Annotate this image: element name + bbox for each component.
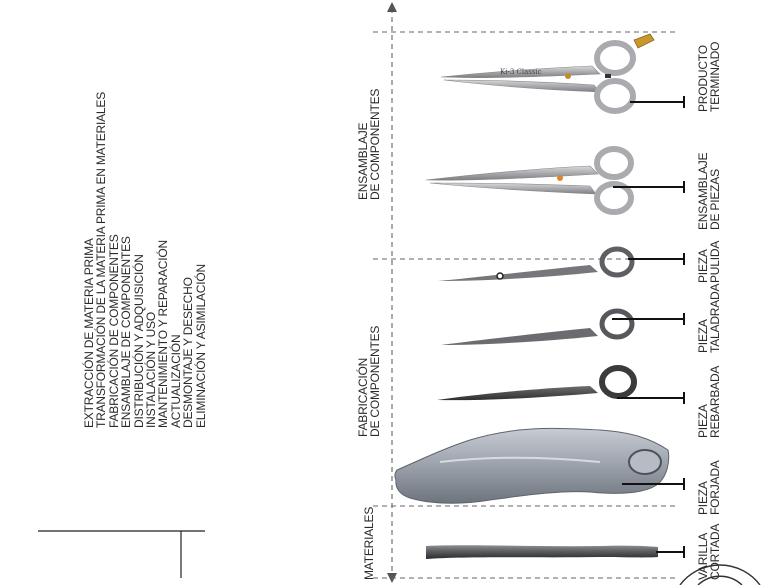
product-engraving: Ki-3 Classic	[500, 68, 542, 76]
finished-product-image	[441, 34, 654, 111]
item-label: VARILLA CORTADA	[697, 524, 721, 580]
timeline-axis	[387, 2, 397, 583]
item-label: PIEZA REBARBADA	[697, 366, 721, 438]
assembled-scissors-image	[426, 149, 631, 212]
item-label: PIEZA FORJADA	[697, 460, 721, 515]
deburred-piece-image	[437, 368, 634, 400]
item-label: ENSAMBLAJE DE PIEZAS	[697, 153, 721, 230]
phase-label-ensamblaje: ENSAMBLAJE DE COMPONENTES	[357, 89, 381, 200]
drilled-piece-image	[441, 311, 632, 345]
item-label: PRODUCTO TERMINADO	[697, 42, 721, 112]
item-label: PIEZA PULIDA	[697, 241, 721, 283]
forged-piece-image	[395, 428, 669, 503]
item-label: PIEZA TALADRADA	[697, 284, 721, 353]
phase-label-materiales: MATERIALES	[363, 507, 375, 580]
phase-label-fabricacion: FABRICACIÓN DE COMPONENTES	[357, 326, 381, 437]
left-bracket	[38, 531, 205, 578]
cut-rod-image	[426, 545, 658, 559]
polished-piece-image	[438, 249, 632, 281]
